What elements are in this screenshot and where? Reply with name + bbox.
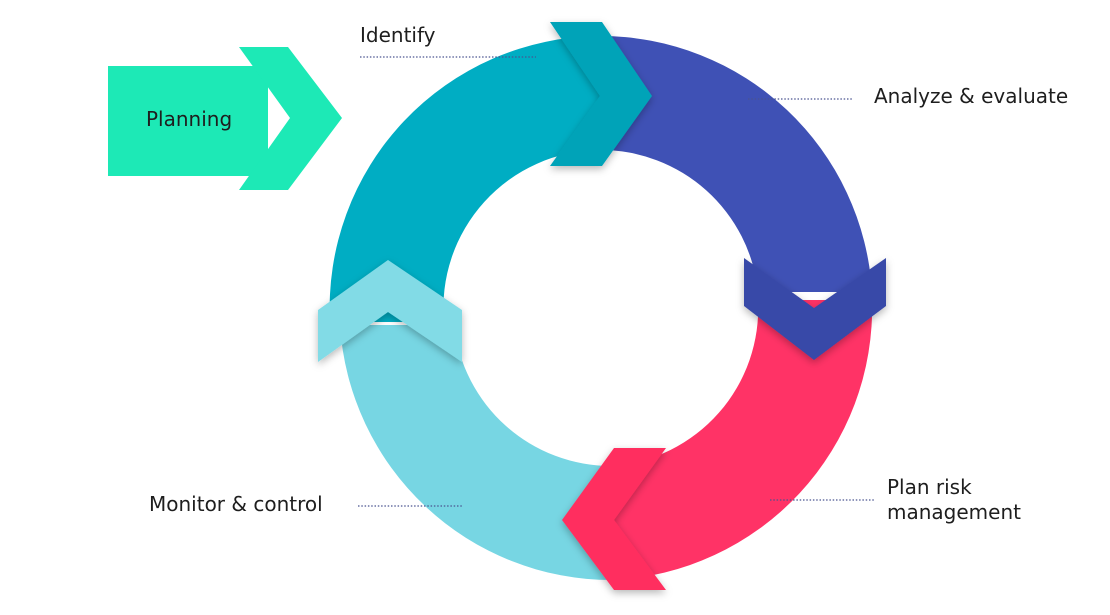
chevron-identify-to-analyze [550,22,652,166]
planning-arrow-body [108,66,268,176]
cycle-ring [329,35,873,581]
planning-arrow-chevron [239,47,342,190]
cycle-chevrons [318,22,886,590]
ring-segment-monitor [340,325,612,581]
identify-label: Identify [360,23,436,47]
chevron-monitor-to-identify [318,260,462,362]
plan-label-line-2: management [887,500,1021,524]
ring-segment-plan [612,300,873,580]
ring-segment-identify [329,36,600,322]
monitor-label: Monitor & control [149,492,323,516]
plan-label-line-1: Plan risk [887,475,972,499]
chevron-analyze-to-plan [744,258,886,360]
step-label-monitor: Monitor & control [149,492,462,516]
step-label-plan: Plan risk management [770,475,1021,524]
ring-segment-analyze [600,35,872,292]
step-label-analyze: Analyze & evaluate [748,84,1068,108]
planning-arrow: Planning [108,47,342,190]
plan-label: Plan risk management [887,475,1021,524]
analyze-label: Analyze & evaluate [874,84,1068,108]
planning-label: Planning [146,107,232,131]
chevron-plan-to-monitor [562,448,666,590]
step-label-identify: Identify [360,23,536,58]
